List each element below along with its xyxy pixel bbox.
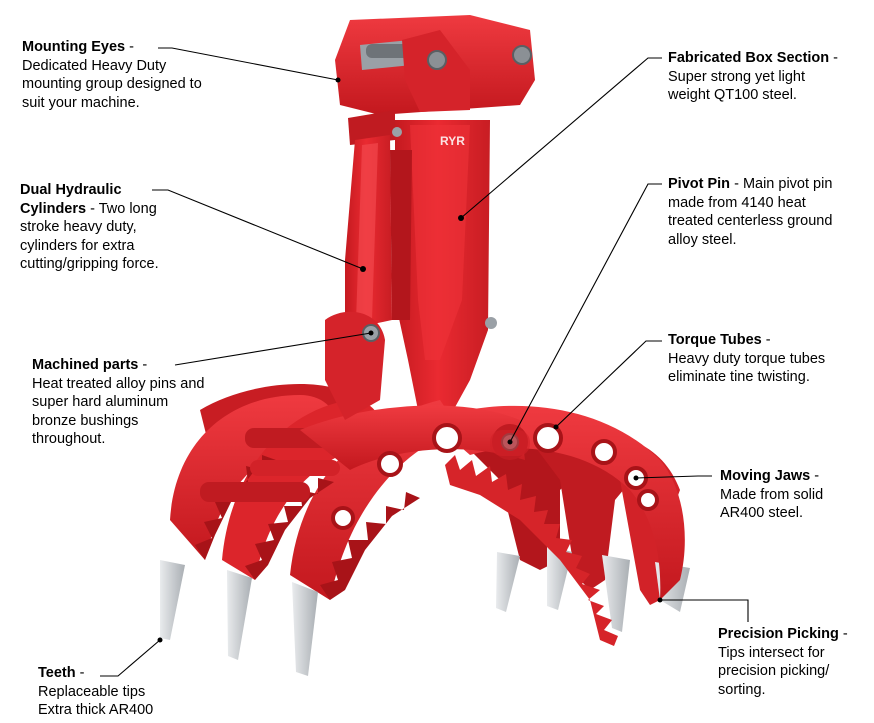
- callout-title: Mounting Eyes: [22, 39, 126, 55]
- tooth-tip: [160, 560, 185, 640]
- callout-desc: Replaceable tips Extra thick AR400: [38, 683, 154, 719]
- moving-jaws-back: [430, 405, 690, 646]
- leader-mounting-eyes: [158, 47, 339, 81]
- leader-moving-jaws: [635, 475, 712, 479]
- callout-desc: Dedicated Heavy Duty mounting group desi…: [22, 57, 202, 111]
- leader-teeth: [100, 639, 161, 677]
- leader-lines: [100, 47, 749, 677]
- callout-title: Fabricated Box Section: [668, 50, 830, 66]
- callout-dual-hydraulic: Dual Hydraulic Cylinders - Two long stro…: [20, 182, 159, 273]
- leader-machined-parts: [174, 332, 372, 366]
- callout-precision-picking: Precision Picking - Tips intersect for p…: [718, 626, 848, 698]
- callout-title: Machined parts: [32, 357, 139, 373]
- callout-desc: Main pivot pin made from 4140 heat treat…: [668, 176, 833, 248]
- tooth-tip: [292, 582, 318, 676]
- callout-torque-tubes: Torque Tubes - Heavy duty torque tubes e…: [668, 332, 826, 386]
- callout-desc: Super strong yet light weight QT100 stee…: [668, 68, 806, 104]
- callout-machined-parts: Machined parts - Heat treated alloy pins…: [32, 357, 205, 448]
- leader-torque-tubes: [555, 340, 662, 428]
- leader-dual-hydraulic: [152, 189, 364, 270]
- tooth-tip: [602, 555, 630, 632]
- callout-mounting-eyes: Mounting Eyes - Dedicated Heavy Duty mou…: [22, 39, 202, 111]
- callout-fabricated-box: Fabricated Box Section - Super strong ye…: [668, 50, 839, 104]
- dual-hydraulic-cylinders: [345, 135, 412, 330]
- leader-precision-picking: [660, 599, 749, 622]
- callout-title: Torque Tubes: [668, 332, 762, 348]
- callout-title: Moving Jaws: [720, 468, 811, 484]
- callout-title: Dual Hydraulic Cylinders: [20, 182, 122, 217]
- moving-jaws-front: [160, 311, 530, 676]
- callout-title: Precision Picking: [718, 626, 839, 642]
- leader-fabricated-box: [460, 57, 662, 219]
- tooth-tip: [496, 552, 520, 612]
- mounting-eyes: [335, 15, 535, 145]
- leader-pivot-pin: [509, 183, 662, 443]
- callout-title: Pivot Pin: [668, 176, 731, 192]
- callout-teeth: Teeth - Replaceable tips Extra thick AR4…: [38, 665, 154, 719]
- callout-moving-jaws: Moving Jaws - Made from solid AR400 stee…: [720, 468, 824, 522]
- product-logo: RYR: [440, 134, 465, 148]
- callout-desc: Two long stroke heavy duty, cylinders fo…: [20, 200, 159, 273]
- callout-pivot-pin: Pivot Pin - Main pivot pin made from 414…: [668, 176, 833, 248]
- callout-desc: Heavy duty torque tubes eliminate tine t…: [668, 350, 826, 386]
- callout-desc: Heat treated alloy pins and super hard a…: [32, 375, 205, 448]
- tooth-tip: [227, 570, 252, 660]
- callout-desc: Made from solid AR400 steel.: [720, 486, 824, 522]
- callout-title: Teeth: [38, 665, 76, 681]
- fabricated-box-section: RYR: [395, 120, 497, 420]
- callout-desc: Tips intersect for precision picking/ so…: [718, 644, 830, 698]
